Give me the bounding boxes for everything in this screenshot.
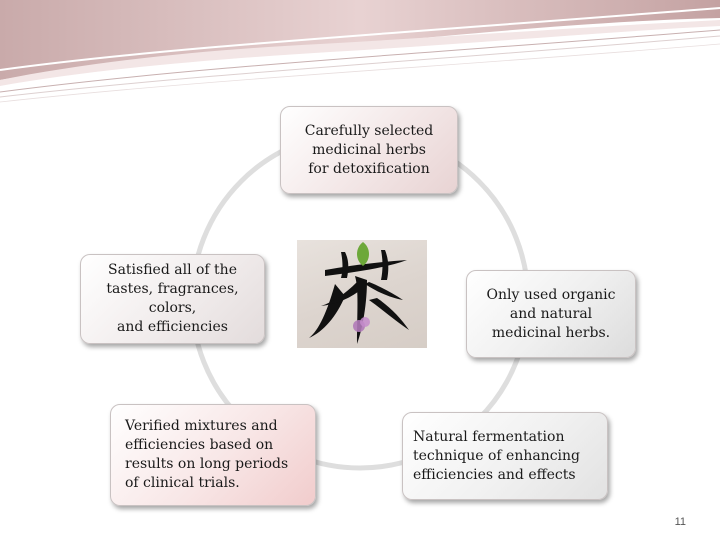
tea-calligraphy-image [297, 240, 427, 348]
cycle-node-tastes: Satisfied all of the tastes, fragrances,… [80, 254, 265, 344]
cycle-node-fermentation: Natural fermentation technique of enhanc… [402, 412, 608, 500]
cycle-node-detoxification: Carefully selected medicinal herbs for d… [280, 106, 458, 194]
page-number: 11 [674, 516, 686, 528]
cycle-node-organic-herbs: Only used organic and natural medicinal … [466, 270, 636, 358]
tea-calligraphy-icon [309, 242, 409, 344]
cycle-node-clinical-trials: Verified mixtures and efficiencies based… [110, 404, 316, 506]
header-swoosh-decoration [0, 0, 720, 103]
